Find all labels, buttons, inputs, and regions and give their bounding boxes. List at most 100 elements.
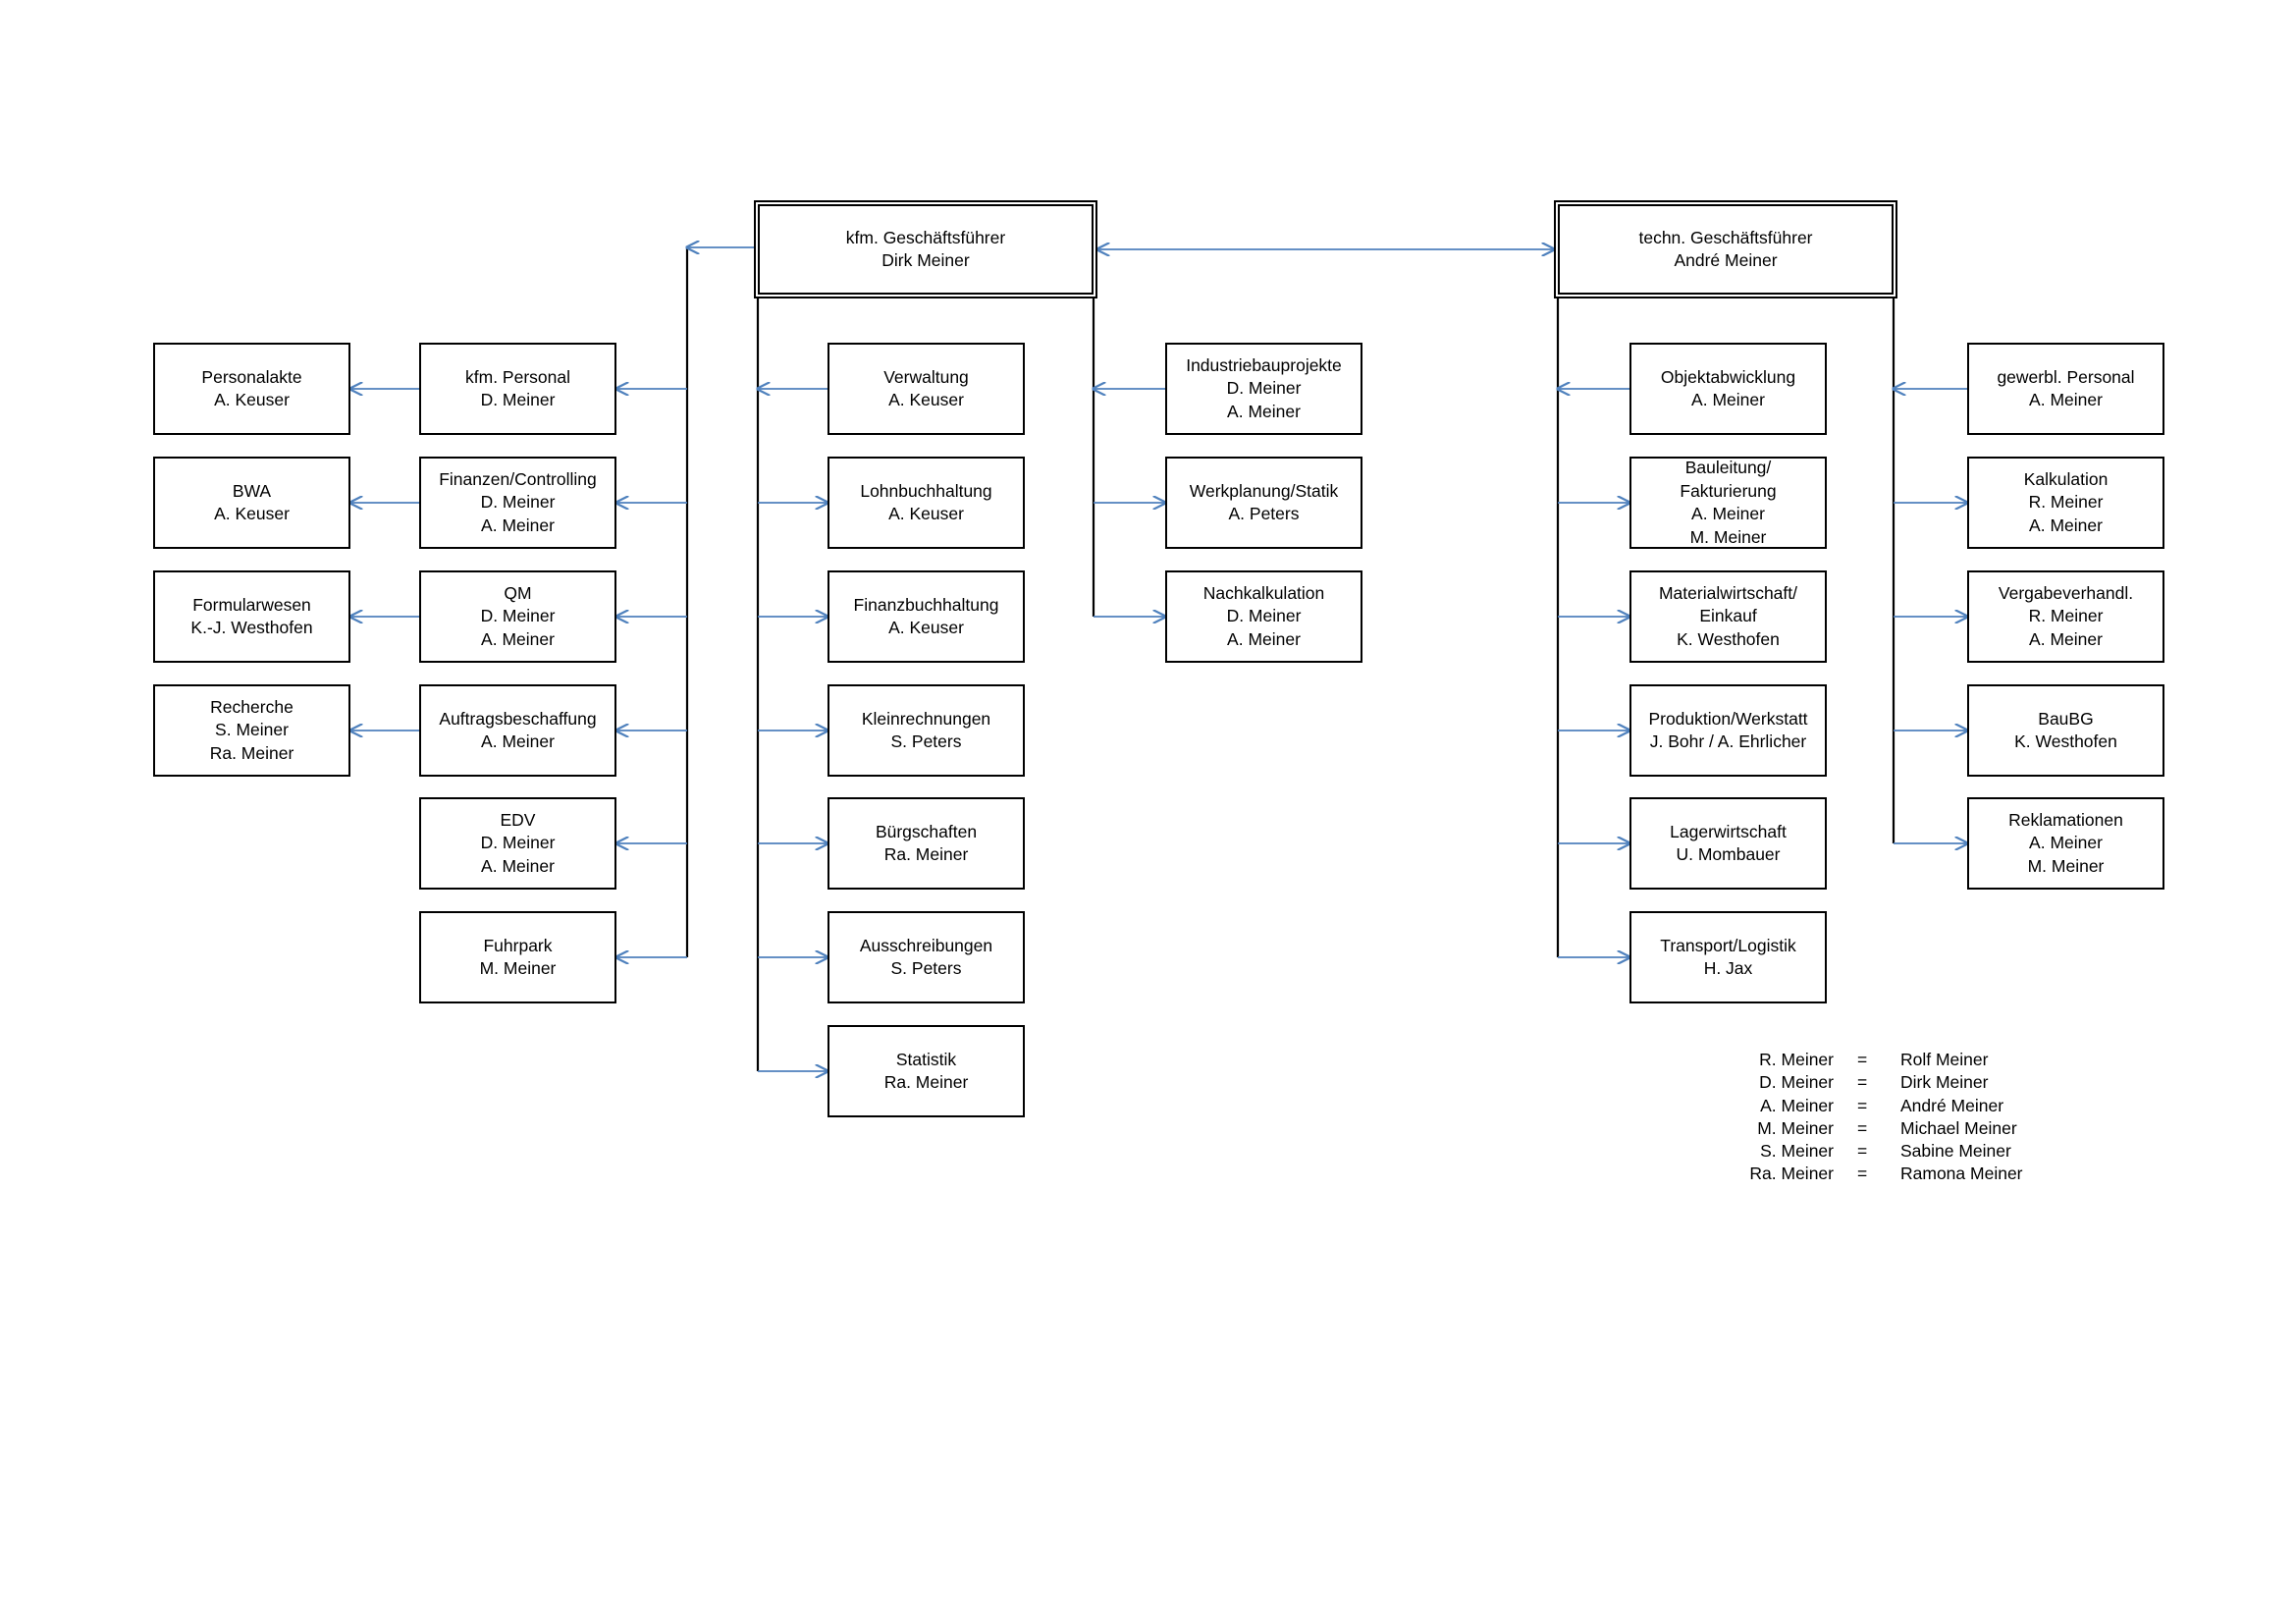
legend-abbr: R. Meiner (1759, 1050, 1834, 1069)
node-kalkulation-line-3: A. Meiner (2029, 514, 2103, 535)
legend-row: D. Meiner=Dirk Meiner (1708, 1071, 2101, 1094)
node-formularwesen-line-2: K.-J. Westhofen (190, 618, 313, 637)
legend-equals: = (1857, 1141, 1868, 1162)
node-transport-line-2: H. Jax (1703, 958, 1753, 978)
legend-equals: = (1857, 1095, 1868, 1115)
node-kfm-personal: kfm. Personal D. Meiner (419, 343, 616, 435)
node-verwaltung-line-2: A. Keuser (888, 390, 964, 409)
node-werkplanung-line-1: Werkplanung/Statik (1189, 480, 1339, 501)
node-industriebau-line-3: A. Meiner (1227, 401, 1301, 421)
legend-full-name: Sabine Meiner (1900, 1141, 2011, 1162)
node-lagerwirtschaft-line-1: Lagerwirtschaft (1670, 821, 1787, 841)
exec-box-tech-line-1: techn. Geschäftsführer (1638, 227, 1813, 247)
node-materialwirtschaft-line-1: Materialwirtschaft/ (1658, 582, 1797, 603)
node-produktion-line-1: Produktion/Werkstatt (1648, 708, 1808, 729)
node-finanzbuchhaltung-line-2: A. Keuser (888, 618, 964, 637)
node-bwa: BWA A. Keuser (153, 457, 350, 549)
legend-row: R. Meiner=Rolf Meiner (1708, 1049, 2101, 1071)
node-qm-line-2: D. Meiner (480, 606, 556, 626)
node-lohnbuchhaltung-line-1: Lohnbuchhaltung (860, 480, 992, 501)
node-kleinrechnungen-line-1: Kleinrechnungen (861, 708, 991, 729)
node-gewerbl-personal-line-2: A. Meiner (2029, 390, 2103, 409)
node-statistik-line-2: Ra. Meiner (883, 1072, 969, 1092)
node-recherche-line-1: Recherche (210, 696, 294, 717)
legend-abbr: S. Meiner (1760, 1141, 1834, 1162)
node-finanzbuchhaltung-line-1: Finanzbuchhaltung (853, 594, 999, 615)
node-edv-line-3: A. Meiner (481, 855, 555, 876)
legend-abbr: M. Meiner (1757, 1117, 1834, 1138)
node-reklamationen-line-2: A. Meiner (2029, 833, 2103, 853)
legend-full-name: Michael Meiner (1900, 1117, 2017, 1138)
node-buergschaften-line-2: Ra. Meiner (883, 844, 969, 864)
legend-abbr: A. Meiner (1760, 1095, 1834, 1115)
legend-equals: = (1857, 1072, 1868, 1093)
legend-equals: = (1857, 1164, 1868, 1184)
node-formularwesen-line-1: Formularwesen (192, 594, 311, 615)
node-edv-line-1: EDV (500, 809, 536, 830)
node-bauleitung-line-1: Bauleitung/ (1684, 458, 1772, 477)
node-bwa-line-2: A. Keuser (214, 504, 290, 523)
node-finanzen-line-3: A. Meiner (481, 514, 555, 535)
node-objektabwicklung-line-1: Objektabwicklung (1660, 366, 1796, 387)
legend-row: S. Meiner = Sabine Meiner (1708, 1140, 2101, 1163)
legend-abbr: Ra. Meiner (1749, 1164, 1834, 1184)
legend-full-name: André Meiner (1900, 1095, 2004, 1115)
node-statistik-line-1: Statistik (895, 1049, 957, 1069)
node-nachkalkulation-line-3: A. Meiner (1227, 628, 1301, 649)
node-ausschreibungen: Ausschreibungen S. Peters (828, 911, 1025, 1003)
legend-full-name: Ramona Meiner (1900, 1164, 2023, 1184)
node-ausschreibungen-line-2: S. Peters (890, 958, 962, 978)
node-edv-line-2: D. Meiner (480, 833, 556, 853)
node-kalkulation-line-2: R. Meiner (2028, 492, 2104, 513)
node-kfm-personal-line-2: D. Meiner (480, 390, 556, 409)
node-bwa-line-1: BWA (232, 480, 272, 501)
legend-equals: = (1857, 1117, 1868, 1138)
node-fuhrpark-line-2: M. Meiner (479, 958, 557, 978)
node-industriebau-line-2: D. Meiner (1226, 378, 1302, 399)
node-qm-line-3: A. Meiner (481, 628, 555, 649)
exec-box-tech-line-2: André Meiner (1674, 250, 1778, 270)
node-personalakte-line-1: Personalakte (201, 366, 302, 387)
node-kalkulation-line-1: Kalkulation (2023, 468, 2109, 489)
node-baubg-line-1: BauBG (2038, 708, 2094, 729)
node-ausschreibungen-line-1: Ausschreibungen (859, 935, 993, 955)
legend-full-name: Rolf Meiner (1900, 1050, 1989, 1069)
node-finanzbuchhaltung: Finanzbuchhaltung A. Keuser (828, 570, 1025, 663)
legend-row: Ra. Meiner = Ramona Meiner (1708, 1163, 2101, 1185)
exec-box-kfm-line-2: Dirk Meiner (881, 250, 970, 270)
node-vergabe-line-2: R. Meiner (2028, 606, 2104, 626)
node-kfm-personal-line-1: kfm. Personal (465, 366, 570, 387)
node-recherche-line-3: Ra. Meiner (209, 742, 294, 763)
node-produktion-line-2: J. Bohr / A. Ehrlicher (1649, 731, 1807, 751)
node-vergabe-line-1: Vergabeverhandl. (1998, 582, 2134, 603)
node-reklamationen-line-1: Reklamationen (2008, 809, 2123, 830)
node-kleinrechnungen-line-2: S. Peters (890, 731, 962, 751)
legend-abbr: D. Meiner (1759, 1072, 1834, 1093)
node-nachkalkulation-line-2: D. Meiner (1226, 606, 1302, 626)
node-buergschaften-line-1: Bürgschaften (875, 821, 978, 841)
